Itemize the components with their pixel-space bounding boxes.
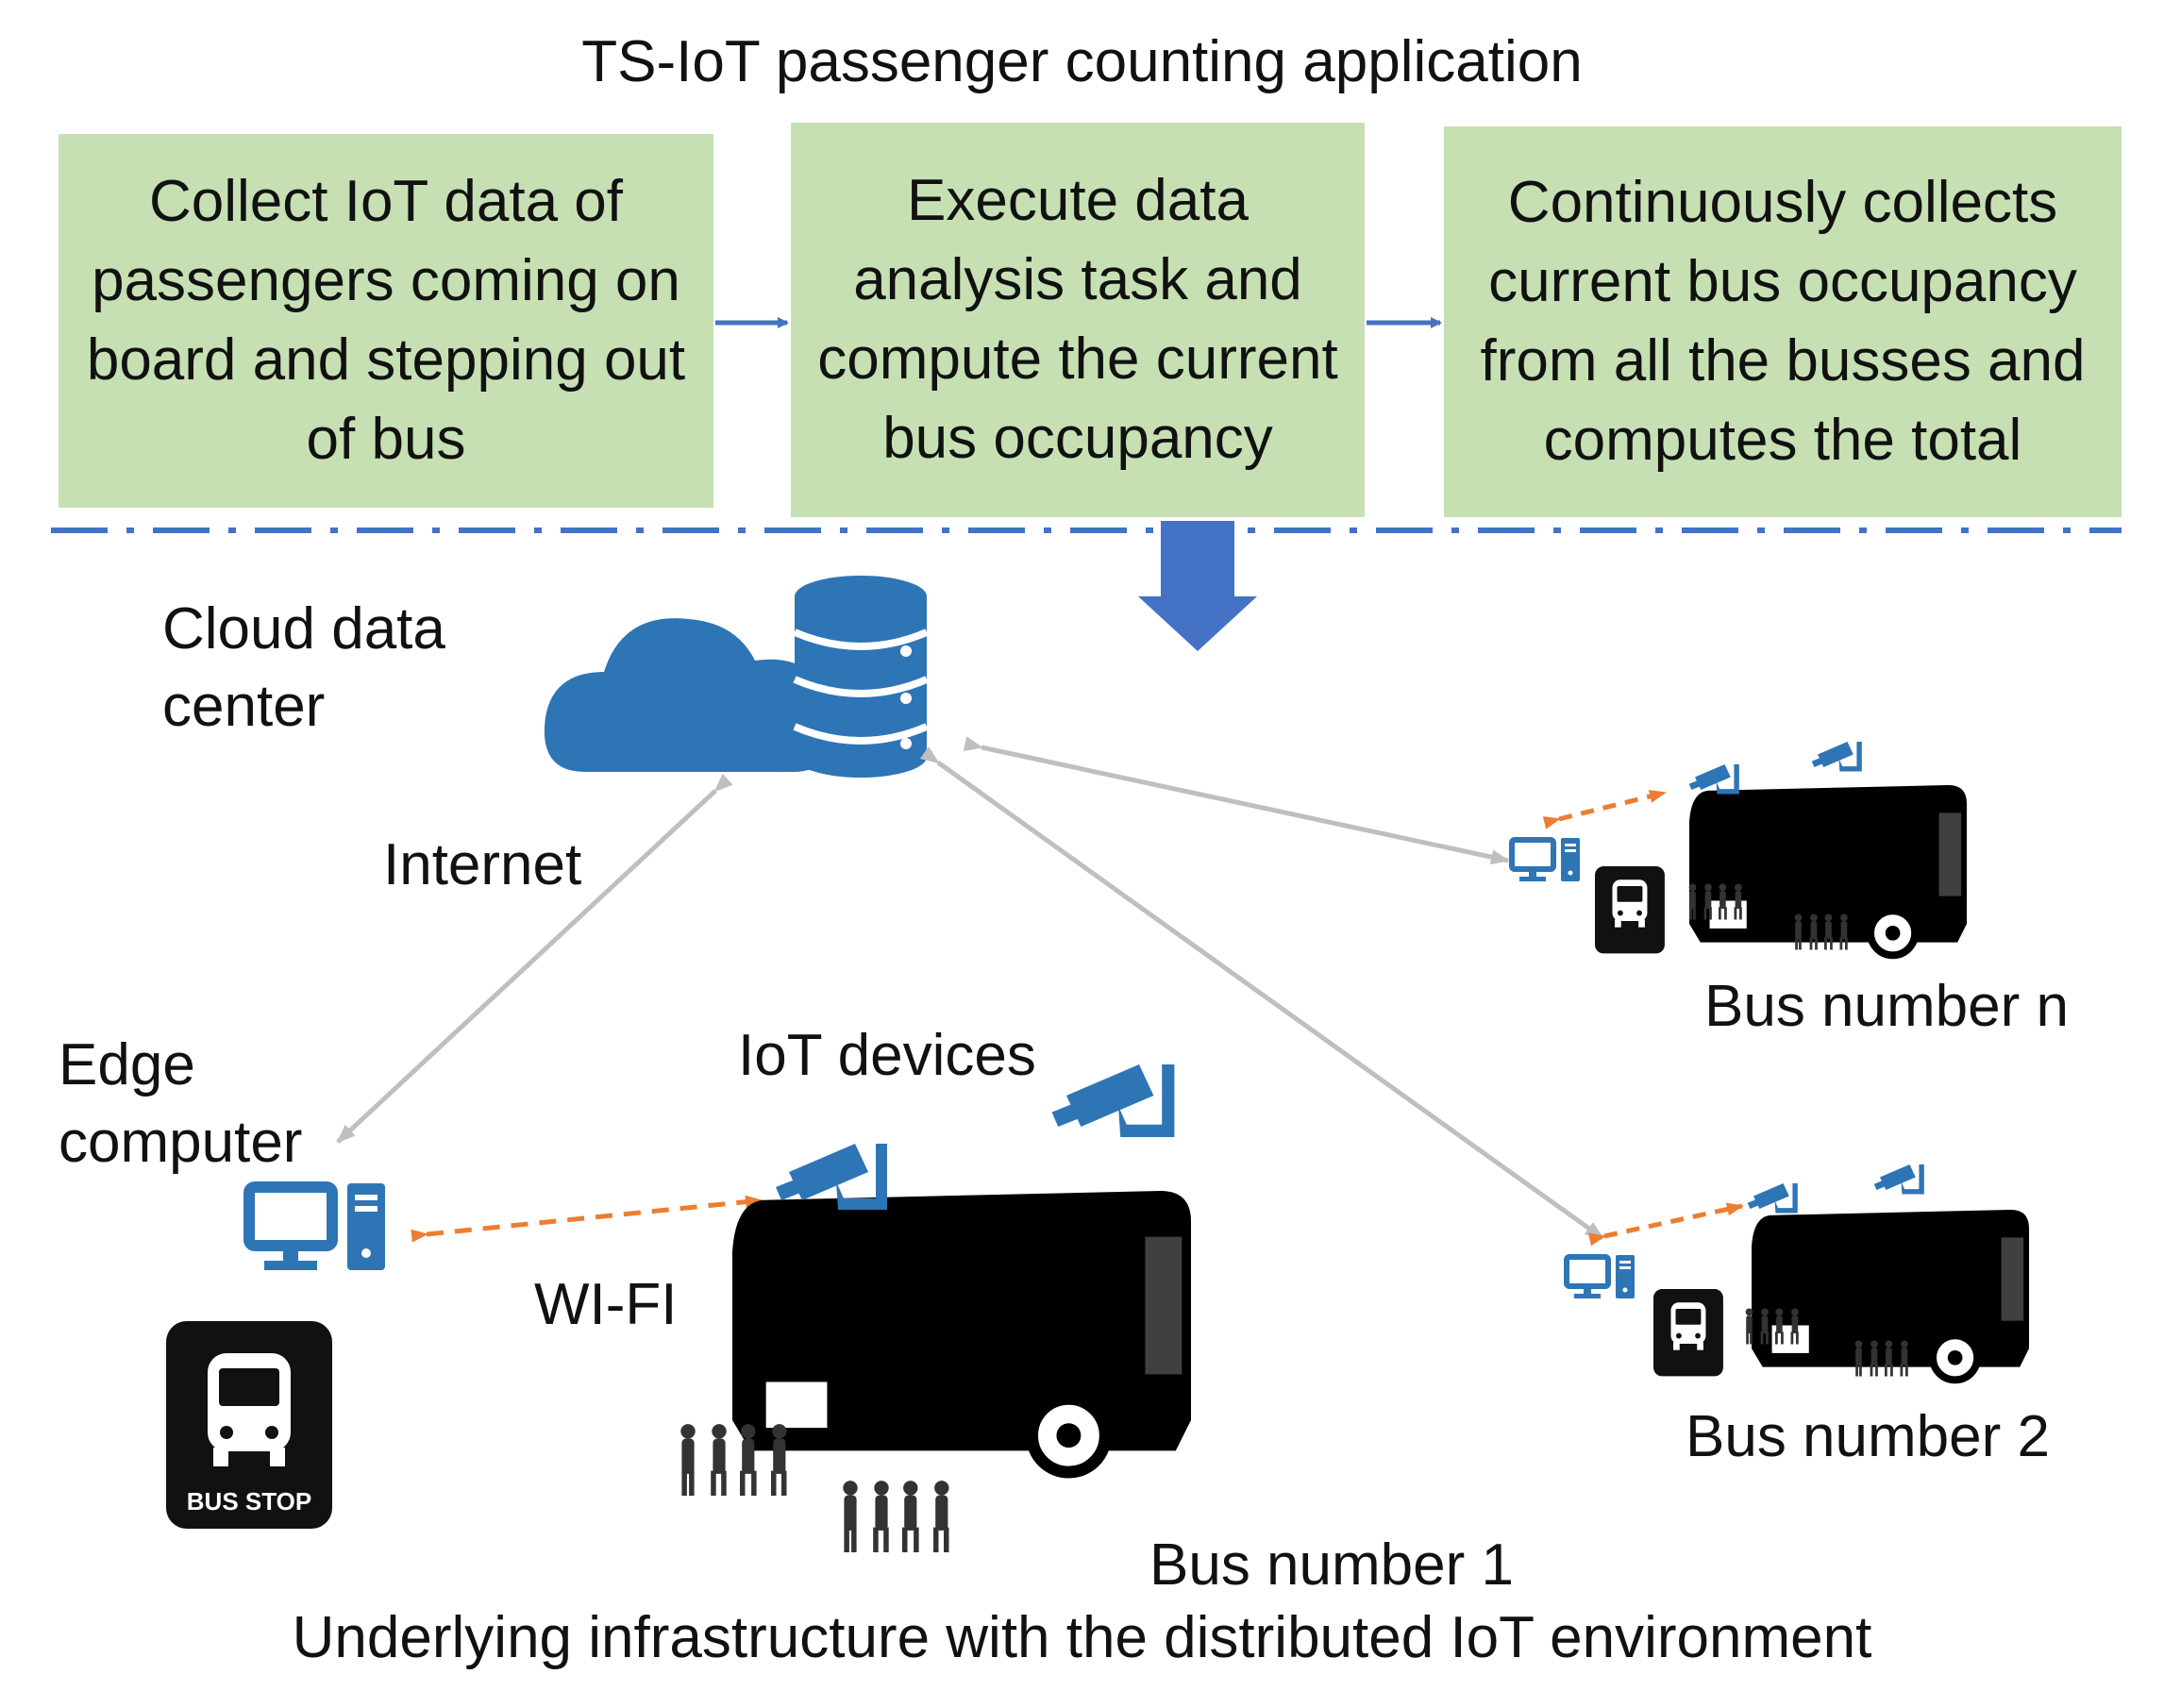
step-box-analyze: Execute data analysis task and compute t… [791,123,1365,517]
bus-stop-text: BUS STOP [187,1487,311,1515]
step-box-collect: Collect IoT data of passengers coming on… [59,134,713,508]
database-icon [793,576,929,778]
step-box-aggregate: Continuously collects current bus occupa… [1444,126,2122,517]
wifi-link-bus1 [411,1195,763,1243]
edge-computer-icon [249,1183,385,1270]
camera-icon-bus2-a [1747,1183,1798,1214]
cloud-label-line: Cloud data center [162,591,483,745]
cloud-icon [544,618,832,772]
diagram-caption: Underlying infrastructure with the distr… [292,1605,1872,1670]
cloud-label: Cloud data center [162,596,445,739]
step-text-analyze: Execute data analysis task and compute t… [817,168,1338,471]
deploy-down-arrow [1138,521,1257,651]
bus1-label: Bus number 1 [1149,1532,1514,1598]
bus-1-icon [732,1191,1191,1472]
camera-icon-bus1-b [1051,1064,1175,1137]
internet-link-bus2 [919,746,1604,1241]
edge-label: Edge computer [59,1032,303,1175]
busn-label: Bus number n [1704,974,2069,1039]
camera-icon-busn-a [1688,764,1739,795]
edge-computer-icon-bus2 [1567,1255,1635,1298]
camera-icon-busn-b [1811,742,1862,772]
camera-icon-bus2-b [1873,1164,1924,1195]
bus2-label: Bus number 2 [1686,1404,2050,1469]
passengers-icon-bus1-b [843,1481,949,1552]
step-text-aggregate: Continuously collects current bus occupa… [1480,170,2086,473]
wifi-label: WI-FI [534,1272,678,1337]
bus-stop-sign-bus2 [1653,1289,1723,1377]
wifi-link-busn [1542,790,1667,829]
internet-link-edge [336,773,733,1144]
edge-computer-icon-busn [1512,838,1580,881]
step-text-collect: Collect IoT data of passengers coming on… [86,169,686,472]
iot-devices-label: IoT devices [738,1023,1036,1088]
wifi-link-bus2 [1587,1202,1744,1247]
internet-link-busn [963,736,1510,865]
internet-label: Internet [383,832,582,897]
bus-stop-sign-busn [1595,866,1665,954]
diagram-title: TS-IoT passenger counting application [581,29,1583,94]
